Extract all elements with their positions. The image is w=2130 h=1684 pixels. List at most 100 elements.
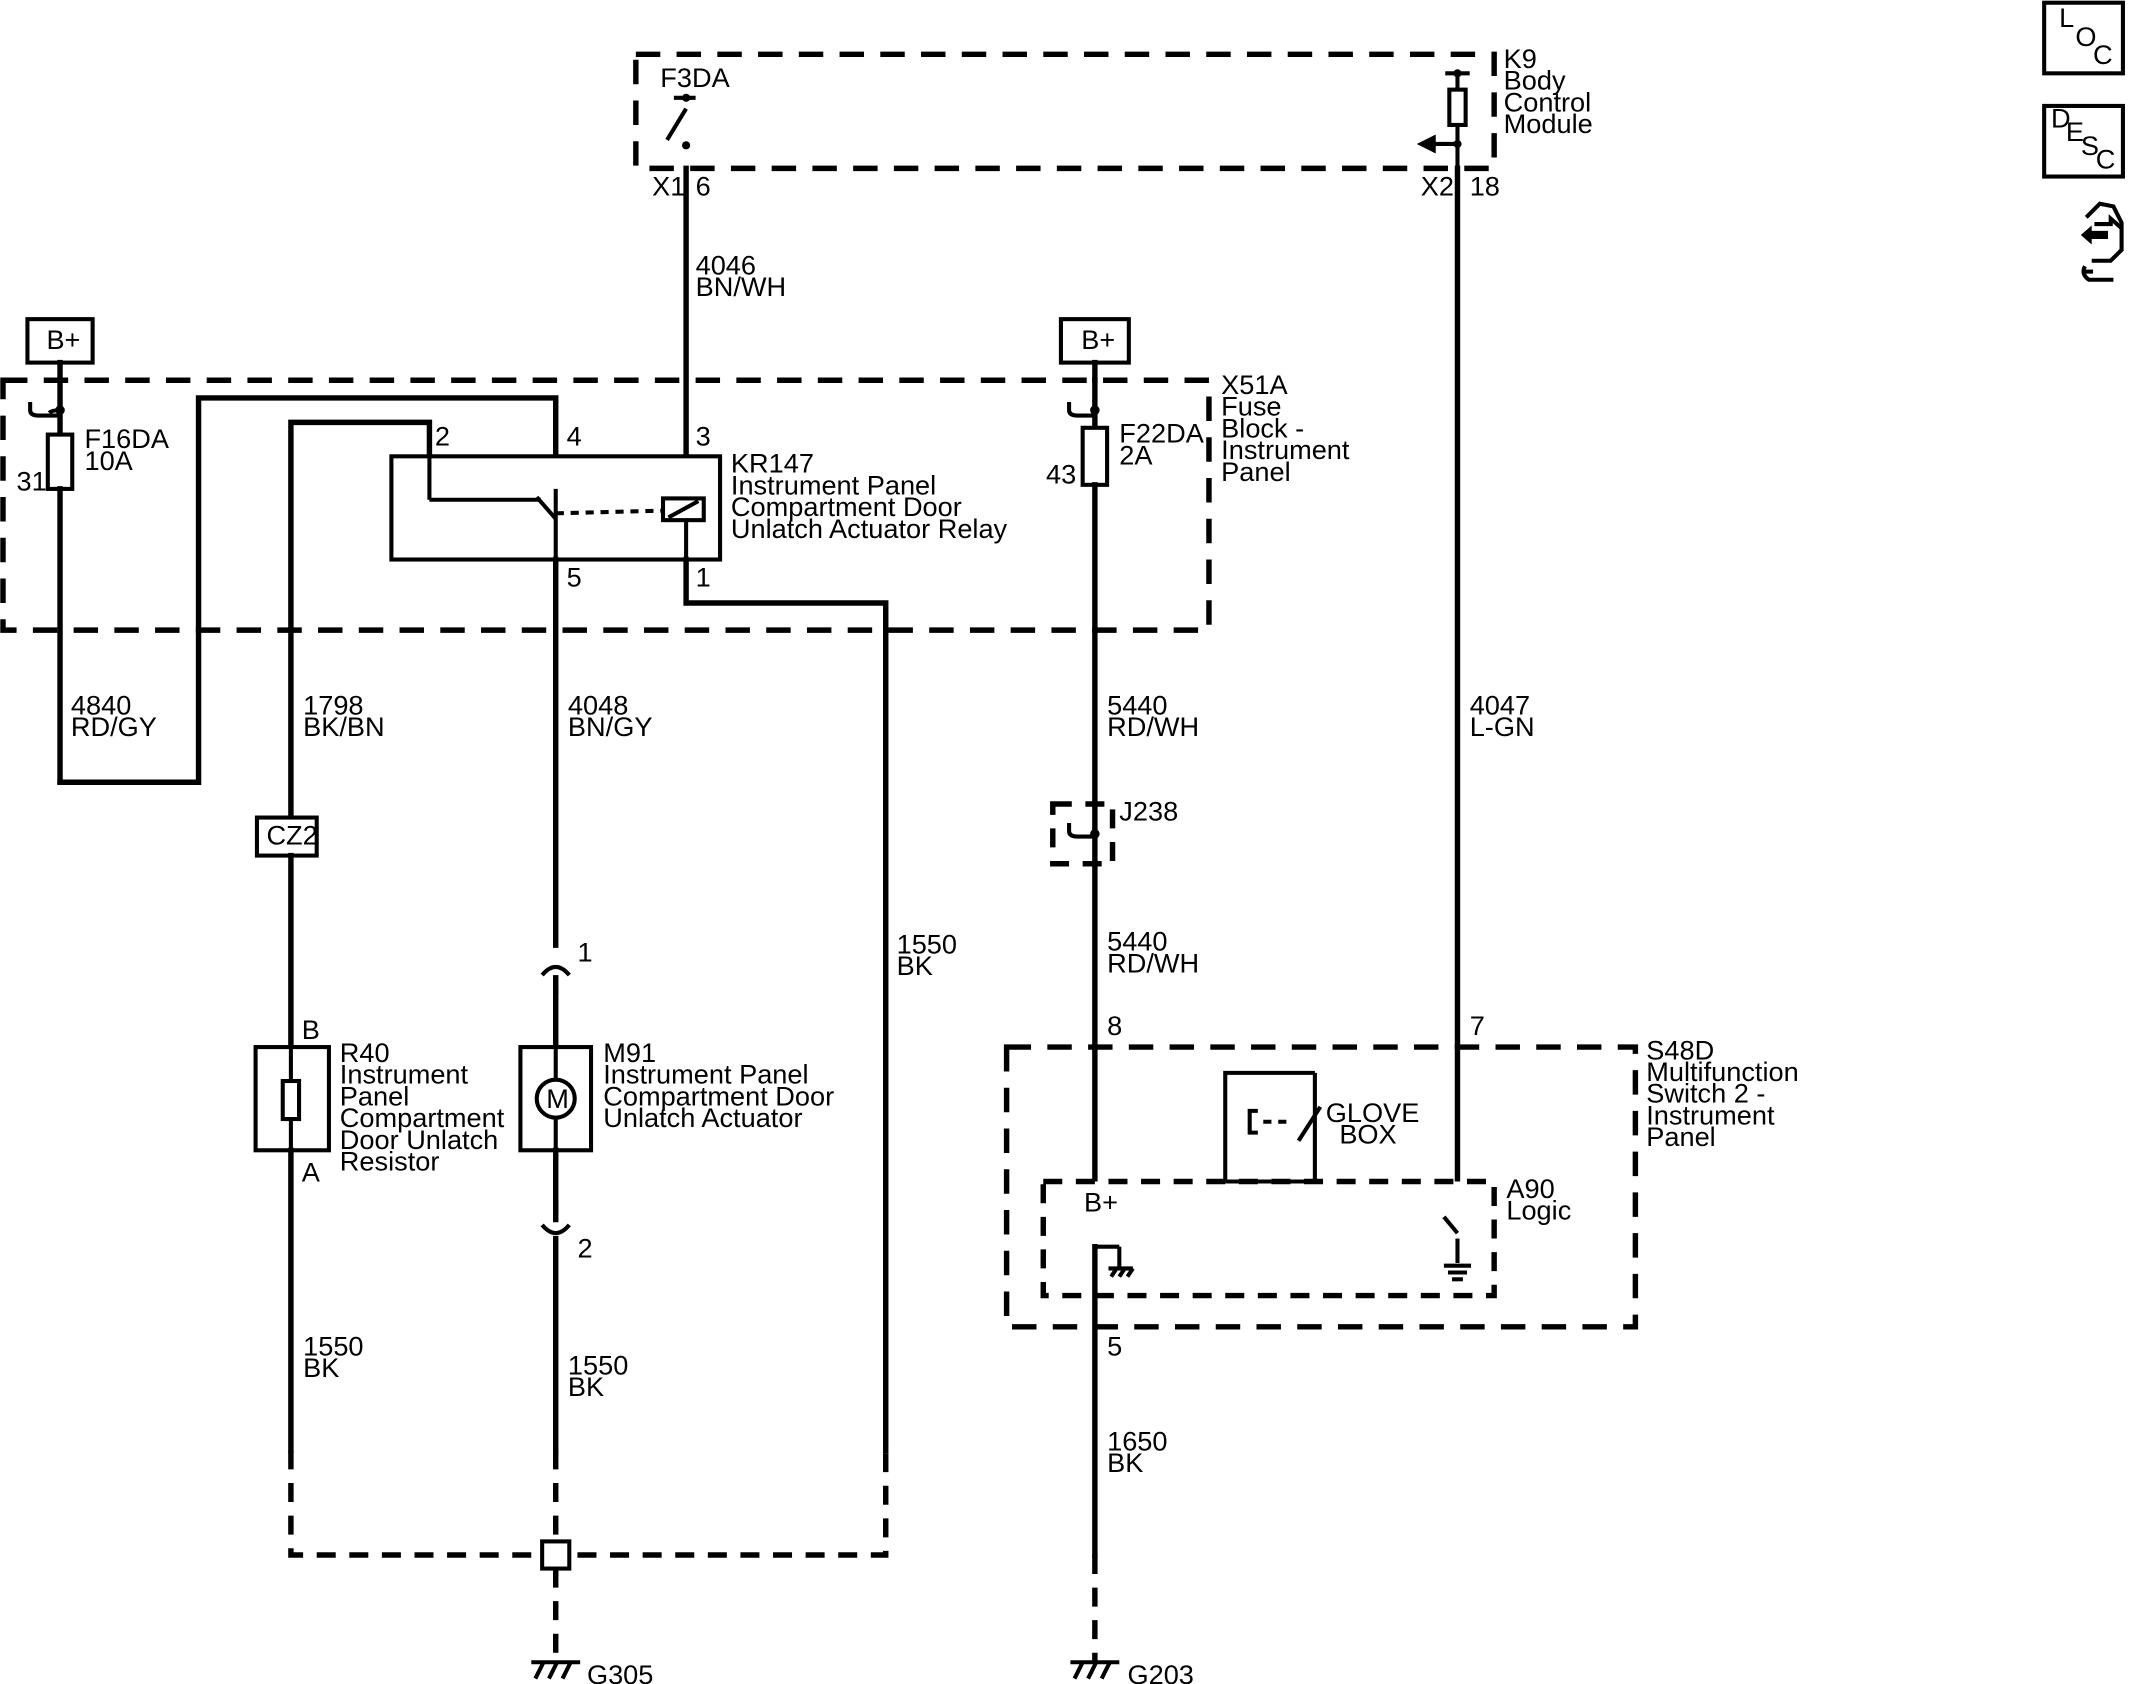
- x2-connector: X2: [1421, 171, 1454, 202]
- r40-id: R40: [340, 1037, 390, 1068]
- a90-id: A90: [1506, 1173, 1554, 1204]
- m91-pin-2: 2: [577, 1233, 592, 1264]
- f22da-pin: 43: [1046, 458, 1076, 489]
- x1-connector: X1: [652, 171, 685, 202]
- kr147-pin-3: 3: [696, 420, 711, 451]
- m91-id: M91: [603, 1037, 656, 1068]
- x51a-name-line-1: Fuse: [1221, 391, 1281, 422]
- a90-bplus: B+: [1084, 1186, 1118, 1217]
- m91-name-line-2: Compartment Door: [603, 1080, 834, 1111]
- cz2-label: CZ2: [266, 820, 317, 851]
- m91-actuator: 1 M M91 Instrument Panel Compartment Doo…: [518, 937, 834, 1264]
- s48d-name-line-2: Switch 2 -: [1646, 1078, 1765, 1109]
- bplus-left-label: B+: [46, 324, 80, 355]
- kr147-name-line-3: Unlatch Actuator Relay: [731, 513, 1008, 544]
- connector-view-icon[interactable]: [2080, 201, 2124, 282]
- k9-name-line-1: Body: [1504, 65, 1566, 96]
- f22da-rating: 2A: [1119, 439, 1153, 470]
- r40-name-line-5: Resistor: [340, 1146, 440, 1177]
- k9-body-control-module: K9 Body Control Module F3DA X1 6 X2 18: [633, 43, 1593, 202]
- r40-name-line-1: Instrument: [340, 1059, 469, 1090]
- ground-g305: G305: [288, 1450, 889, 1684]
- wire-1550-a-circuit: 1550: [303, 1330, 363, 1361]
- r40-name-line-3: Compartment: [340, 1102, 505, 1133]
- desc-letter-d: D: [2051, 103, 2071, 134]
- r40-resistor: B A R40 Instrument Panel Compartment Doo…: [253, 1014, 505, 1188]
- wire-4048-circuit: 4048: [568, 689, 628, 720]
- f22da-name: F22DA: [1119, 418, 1204, 449]
- f16da-rating: 10A: [84, 445, 133, 476]
- wire-1550-a-color: BK: [303, 1352, 339, 1383]
- j238-splice: J238: [1050, 795, 1178, 867]
- wire-1550-b-circuit: 1550: [568, 1349, 628, 1380]
- kr147-pin-1: 1: [696, 562, 711, 593]
- s48d-name-line-3: Instrument: [1646, 1099, 1775, 1130]
- bplus-left: B+: [25, 317, 95, 365]
- a90-name: Logic: [1506, 1195, 1571, 1226]
- s48d-pin-8: 8: [1107, 1010, 1122, 1041]
- kr147-id: KR147: [731, 448, 814, 479]
- wire-1650-circuit: 1650: [1107, 1425, 1167, 1456]
- wire-1650-color: BK: [1107, 1447, 1143, 1478]
- g203-label: G203: [1127, 1659, 1193, 1684]
- f16da-pin: 31: [17, 465, 47, 496]
- desc-letter-s: S: [2081, 130, 2099, 161]
- glovebox-line-1: GLOVE: [1326, 1097, 1420, 1128]
- wire-4840-circuit: 4840: [71, 689, 131, 720]
- m91-name-line-3: Unlatch Actuator: [603, 1102, 802, 1133]
- cz2-connector: CZ2: [254, 815, 319, 858]
- s48d-pin-7: 7: [1470, 1010, 1485, 1041]
- fuse-f22da: F22DA 2A 43: [1046, 377, 1205, 1182]
- wire-4046-circuit: 4046: [696, 249, 756, 280]
- glovebox-line-2: BOX: [1339, 1118, 1396, 1149]
- k9-name-line-2: Control: [1504, 86, 1592, 117]
- wire-1550-c-color: BK: [897, 950, 933, 981]
- kr147-name-line-2: Compartment Door: [731, 491, 962, 522]
- desc-button[interactable]: D E S C: [2042, 103, 2125, 179]
- x2-pin-18: 18: [1470, 171, 1500, 202]
- wire-4047-color: L-GN: [1470, 711, 1535, 742]
- j238-label: J238: [1119, 795, 1178, 826]
- wire-5440-a-circuit: 5440: [1107, 689, 1167, 720]
- kr147-relay: 2 4 3 5 1 KR147 Instrument Panel Compart…: [389, 420, 1008, 593]
- s48d-pin-5: 5: [1107, 1330, 1122, 1361]
- g305-label: G305: [587, 1659, 653, 1684]
- m91-motor-symbol: M: [546, 1083, 569, 1114]
- wire-5440-b-circuit: 5440: [1107, 926, 1167, 957]
- wire-5440-b-color: RD/WH: [1107, 947, 1199, 978]
- f3da-label: F3DA: [660, 62, 730, 93]
- x51a-name-line-3: Instrument: [1221, 434, 1350, 465]
- fuse-f16da: F16DA 10A 31: [17, 377, 170, 785]
- r40-pin-a: A: [302, 1157, 321, 1188]
- wire-5440-a-color: RD/WH: [1107, 711, 1199, 742]
- wire-4046-color: BN/WH: [696, 271, 787, 302]
- m91-name-line-1: Instrument Panel: [603, 1059, 808, 1090]
- wire-1798-circuit: 1798: [303, 689, 363, 720]
- loc-button[interactable]: L O C: [2042, 0, 2125, 76]
- m91-pin-1: 1: [577, 937, 592, 968]
- kr147-pin-2: 2: [435, 420, 450, 451]
- wire-4047-circuit: 4047: [1470, 689, 1530, 720]
- x51a-name-line-2: Block -: [1221, 412, 1304, 443]
- f16da-name: F16DA: [84, 423, 169, 454]
- x51a-fuse-block: X51A Fuse Block - Instrument Panel: [0, 369, 1350, 633]
- wire-1798-color: BK/BN: [303, 711, 385, 742]
- loc-letter-c: C: [2093, 39, 2113, 70]
- x1-pin-6: 6: [696, 171, 711, 202]
- kr147-pin-4: 4: [567, 420, 582, 451]
- wire-1550-b-color: BK: [568, 1371, 604, 1402]
- kr147-pin-5: 5: [567, 562, 582, 593]
- k9-name-line-3: Module: [1504, 108, 1593, 139]
- k9-id: K9: [1504, 43, 1537, 74]
- x51a-name-line-4: Panel: [1221, 456, 1290, 487]
- wire-4048-color: BN/GY: [568, 711, 653, 742]
- bplus-right-label: B+: [1081, 324, 1115, 355]
- r40-pin-b: B: [302, 1014, 320, 1045]
- kr147-name-line-1: Instrument Panel: [731, 469, 936, 500]
- s48d-name-line-1: Multifunction: [1646, 1056, 1798, 1087]
- desc-letter-e: E: [2066, 116, 2084, 147]
- loc-letter-l: L: [2059, 2, 2074, 33]
- wire-1550-c-circuit: 1550: [897, 928, 957, 959]
- s48d-multifunction-switch: 8 7 S48D Multifunction Switch 2 - Instru…: [1003, 1010, 1799, 1330]
